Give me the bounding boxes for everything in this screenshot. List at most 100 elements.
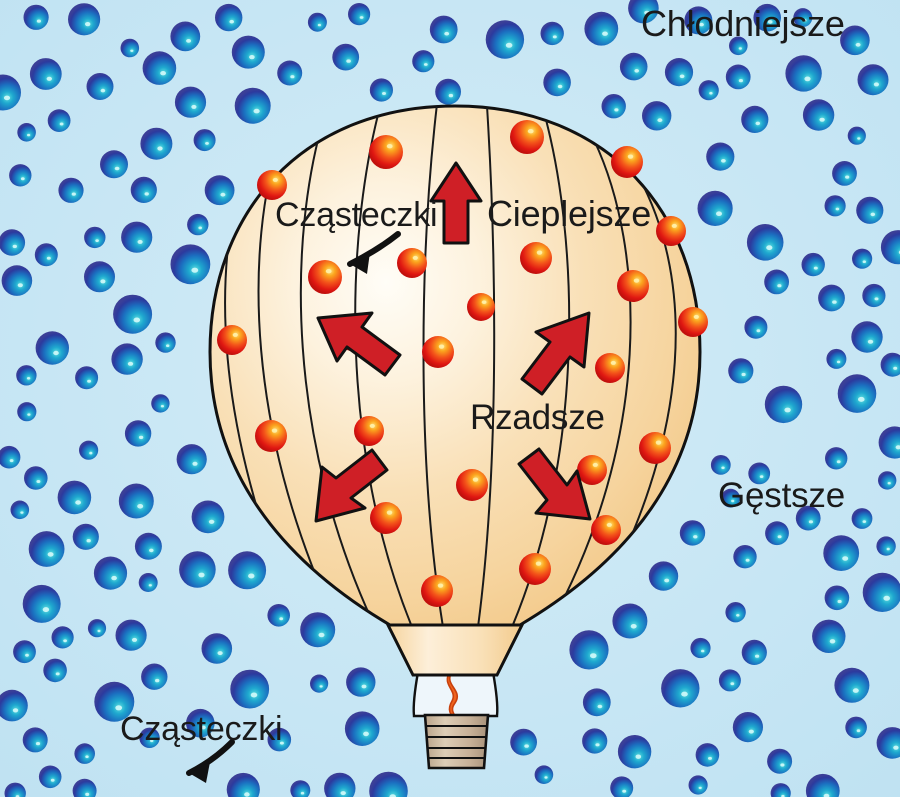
molecule (878, 471, 897, 490)
molecule-specular-highlight (361, 684, 367, 689)
molecule-specular-highlight (9, 459, 14, 463)
molecule-specular-highlight (893, 366, 898, 370)
molecule-specular-highlight (590, 653, 597, 659)
molecule (793, 8, 813, 28)
molecule (543, 68, 571, 97)
molecule (785, 55, 822, 92)
molecule-specular-highlight (698, 786, 702, 790)
molecule-specular-highlight (857, 137, 861, 140)
molecule-specular-highlight (808, 520, 814, 524)
molecule-specular-highlight (437, 583, 444, 588)
molecule-specular-highlight (836, 460, 841, 464)
molecule (111, 343, 143, 375)
molecule-specular-highlight (557, 84, 563, 89)
molecule (732, 712, 764, 743)
label-thinner: Rzadsze (470, 398, 605, 437)
molecule (834, 667, 870, 703)
molecule (435, 78, 461, 105)
label-molecules-inside: Cząsteczki (275, 196, 438, 234)
molecule (397, 248, 427, 278)
molecule (324, 772, 356, 797)
molecule (520, 242, 552, 274)
molecule (151, 394, 170, 413)
molecule-specular-highlight (721, 466, 725, 470)
molecule (812, 619, 846, 653)
molecule-specular-highlight (205, 142, 209, 145)
molecule (28, 531, 65, 567)
molecule (187, 213, 209, 236)
molecule-specular-highlight (630, 624, 637, 629)
molecule-specular-highlight (47, 552, 54, 557)
molecule-specular-highlight (883, 595, 890, 601)
molecule (155, 332, 176, 353)
molecule-specular-highlight (856, 729, 861, 733)
molecule-specular-highlight (86, 539, 91, 543)
basket-weave (425, 725, 488, 759)
molecule-specular-highlight (595, 743, 600, 747)
molecule (370, 502, 402, 534)
molecule (257, 170, 287, 200)
molecule-specular-highlight (127, 361, 134, 366)
molecule (191, 500, 225, 534)
molecule (601, 94, 626, 119)
molecule (215, 3, 243, 32)
molecule (577, 455, 607, 485)
molecule-specular-highlight (160, 71, 167, 76)
molecule (591, 515, 621, 545)
molecule (661, 669, 700, 708)
molecule (746, 224, 784, 261)
molecule (134, 532, 162, 560)
molecule (876, 536, 896, 556)
molecule (16, 365, 37, 386)
molecule (856, 196, 884, 224)
molecule (186, 708, 215, 738)
molecule (617, 270, 649, 302)
molecule (4, 782, 26, 797)
molecule-specular-highlight (359, 16, 364, 19)
molecule (138, 573, 158, 592)
molecule (753, 3, 781, 32)
molecule (79, 440, 99, 460)
molecule (595, 353, 625, 383)
molecule-specular-highlight (271, 428, 278, 433)
molecule-specular-highlight (35, 742, 41, 746)
molecule (582, 728, 608, 754)
molecule (174, 86, 207, 118)
molecule (17, 123, 36, 142)
molecule (9, 164, 32, 187)
arrow-up-right (520, 311, 591, 396)
molecule (0, 74, 21, 111)
balloon-skirt (385, 623, 525, 677)
molecule-specular-highlight (819, 117, 825, 122)
molecule-specular-highlight (244, 792, 250, 797)
molecule-specular-highlight (655, 440, 662, 445)
molecule (267, 604, 291, 627)
molecule (17, 402, 37, 422)
molecule (72, 778, 97, 797)
molecule-specular-highlight (614, 108, 619, 112)
molecule-specular-highlight (887, 482, 891, 485)
molecule-specular-highlight (89, 451, 93, 455)
molecule (795, 505, 821, 531)
molecule (642, 101, 672, 131)
molecule (139, 727, 160, 748)
molecule (94, 681, 135, 722)
molecule (534, 765, 554, 784)
molecule-specular-highlight (709, 91, 713, 95)
molecule-specular-highlight (12, 244, 17, 249)
molecule (130, 176, 157, 203)
molecule (115, 619, 147, 651)
molecule-specular-highlight (627, 154, 634, 159)
molecule (845, 716, 867, 739)
molecule-specular-highlight (290, 75, 295, 79)
molecule (610, 776, 634, 797)
molecule (656, 216, 686, 246)
molecule (837, 374, 877, 413)
arrow-down-right (517, 447, 592, 521)
pointer-inside (347, 231, 401, 274)
molecule-specular-highlight (681, 691, 688, 697)
molecule-specular-highlight (438, 344, 445, 349)
molecule-specular-highlight (527, 129, 534, 134)
molecule-specular-highlight (272, 177, 278, 182)
molecule-specular-highlight (53, 350, 59, 356)
